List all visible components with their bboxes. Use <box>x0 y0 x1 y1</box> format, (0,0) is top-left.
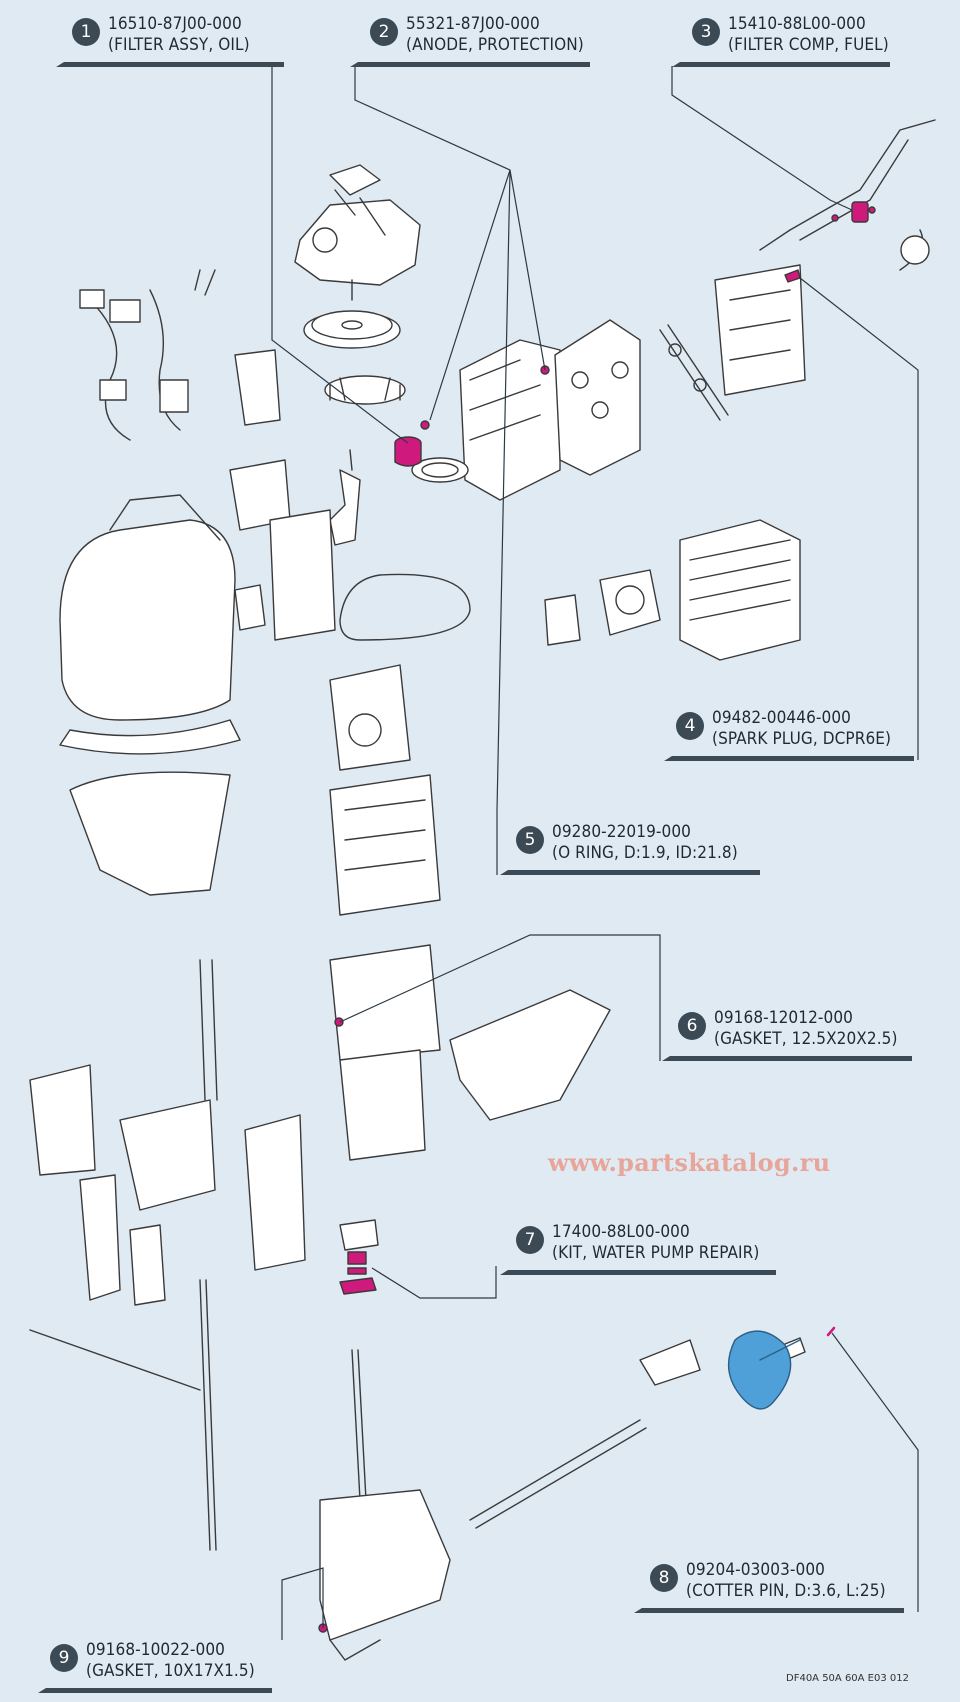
callout-underline <box>56 62 284 67</box>
cylinder-head-cover <box>714 264 806 396</box>
callout-underline <box>500 870 760 875</box>
part-description: (O RING, D:1.9, ID:21.8) <box>552 843 738 863</box>
timing-belt <box>339 573 471 641</box>
drive-shaft-housing <box>339 1049 426 1161</box>
wiring-harness <box>79 269 216 441</box>
callout-number: 4 <box>676 712 704 740</box>
cotter-pin-highlight <box>826 1326 836 1337</box>
leader-line-3 <box>671 66 853 211</box>
swivel-bracket <box>119 959 218 1211</box>
part-number: 09168-12012-000 <box>714 1008 854 1028</box>
exhaust-manifold <box>329 774 441 916</box>
flywheel-cover <box>294 164 421 286</box>
callout-number: 8 <box>650 1564 678 1592</box>
part-number: 09168-10022-000 <box>86 1640 226 1660</box>
cylinder-block <box>411 339 561 501</box>
callout-number: 2 <box>370 18 398 46</box>
oil-filter-highlight <box>394 436 422 467</box>
fuel-filter-highlight <box>831 201 876 223</box>
watermark-url: www.partskatalog.ru <box>548 1148 831 1177</box>
leader-line-9 <box>281 1567 324 1640</box>
callout-number: 7 <box>516 1226 544 1254</box>
oil-pump-case <box>269 509 336 641</box>
callout-number: 3 <box>692 18 720 46</box>
clamp-bracket-starboard <box>244 1114 306 1271</box>
lower-cowling-port <box>69 771 231 896</box>
part-number: 55321-87J00-000 <box>406 14 540 34</box>
engine-holder <box>329 664 411 771</box>
part-description: (SPARK PLUG, DCPR6E) <box>712 729 892 749</box>
part-number: 17400-88L00-000 <box>552 1222 690 1242</box>
camshaft <box>659 324 729 421</box>
part-description: (COTTER PIN, D:3.6, L:25) <box>686 1581 886 1601</box>
leader-line-1 <box>271 66 409 444</box>
leader-line-7 <box>371 1266 497 1299</box>
oil-pan <box>329 944 441 1061</box>
shift-rod <box>199 1279 217 1551</box>
gasket-12-highlight <box>334 1017 344 1027</box>
anode-highlight <box>420 420 430 430</box>
callout-number: 5 <box>516 826 544 854</box>
part-description: (FILTER COMP, FUEL) <box>728 35 889 55</box>
water-pump-case <box>339 1219 379 1251</box>
propeller <box>727 1330 801 1410</box>
clamp-bracket-port <box>29 1064 96 1176</box>
part-description: (KIT, WATER PUMP REPAIR) <box>552 1243 760 1263</box>
callout-number: 6 <box>678 1012 706 1040</box>
callout-underline <box>38 1688 272 1693</box>
leader-line-2 <box>354 66 511 421</box>
water-pump-kit-highlight <box>339 1251 377 1295</box>
callout-number: 1 <box>72 18 100 46</box>
leader-line-8 <box>831 1332 919 1612</box>
lower-cowling-starboard <box>449 989 611 1121</box>
figure-code: DF40A 50A 60A E03 012 <box>786 1673 909 1684</box>
trim-tilt-unit <box>29 1174 201 1391</box>
part-number: 09280-22019-000 <box>552 822 692 842</box>
part-description: (GASKET, 10X17X1.5) <box>86 1661 255 1681</box>
part-number: 15410-88L00-000 <box>728 14 866 34</box>
callout-underline <box>634 1608 904 1613</box>
part-description: (GASKET, 12.5X20X2.5) <box>714 1029 898 1049</box>
callout-underline <box>500 1270 776 1275</box>
top-cowling <box>59 494 241 755</box>
leader-line-4 <box>799 277 919 760</box>
gearcase <box>319 1489 451 1661</box>
part-number: 09204-03003-000 <box>686 1560 826 1580</box>
part-number: 16510-87J00-000 <box>108 14 242 34</box>
leader-line-6 <box>339 934 661 1061</box>
stator <box>324 375 406 405</box>
part-description: (FILTER ASSY, OIL) <box>108 35 250 55</box>
throttle-body <box>599 569 661 636</box>
starter-motor <box>234 584 266 631</box>
cylinder-head <box>554 319 641 476</box>
flywheel <box>303 279 401 349</box>
intake-manifold <box>679 519 801 661</box>
electrical-bracket <box>229 349 291 531</box>
fuel-hose-assembly <box>759 119 936 271</box>
leader-line-5 <box>496 169 546 875</box>
drive-shaft <box>351 1349 367 1501</box>
part-description: (ANODE, PROTECTION) <box>406 35 584 55</box>
crankshaft <box>329 449 361 546</box>
silencer-case <box>544 594 581 646</box>
callout-underline <box>672 62 890 67</box>
callout-underline <box>350 62 590 67</box>
callout-underline <box>664 756 914 761</box>
callout-underline <box>662 1056 912 1061</box>
part-number: 09482-00446-000 <box>712 708 852 728</box>
callout-number: 9 <box>50 1644 78 1672</box>
